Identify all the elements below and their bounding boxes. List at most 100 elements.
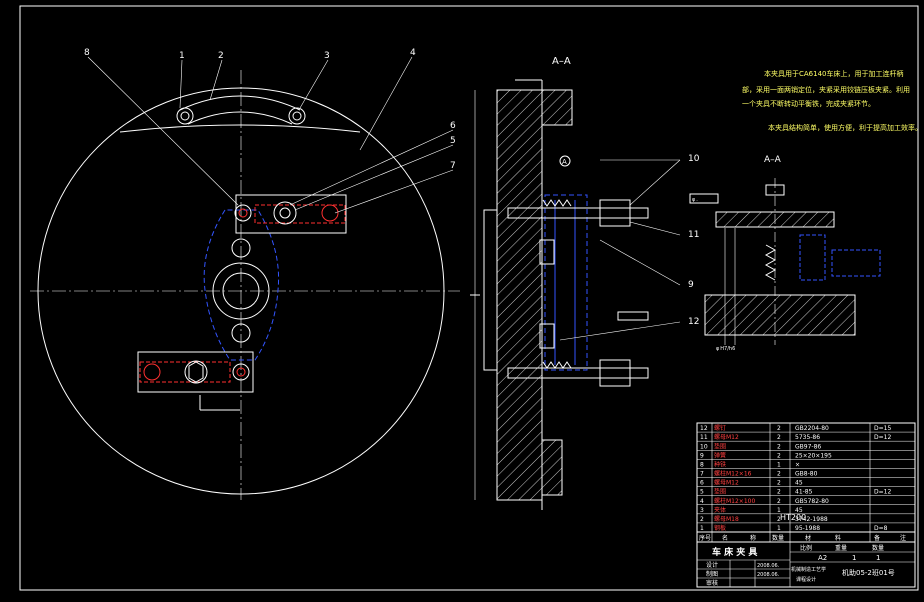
bom-cell-no: 12 xyxy=(700,425,708,432)
bom-cell-qty: 2 xyxy=(777,452,781,459)
callout-7: 7 xyxy=(450,161,456,171)
bom-cell-name: 螺钉 xyxy=(714,424,726,432)
bom-header: 序号 名 称 数量 材 料 备 注 xyxy=(696,531,916,543)
bom-cell-name: 螺母M12 xyxy=(714,479,739,487)
org-name: 机械制造工艺学 xyxy=(791,566,826,573)
callout-10: 10 xyxy=(688,154,700,164)
bom-cell-no: 7 xyxy=(700,471,704,478)
bom-cell-code: GB5782-80 xyxy=(795,498,829,505)
locating-pin-top xyxy=(231,238,251,258)
role-design: 设计 xyxy=(706,561,718,569)
dim-small: φ . xyxy=(692,197,698,203)
bom-cell-code: GB2204-80 xyxy=(795,425,829,432)
bom-cell-code: 45 xyxy=(795,507,803,514)
bom-cell-qty: 2 xyxy=(777,498,781,505)
detail-clamp-plate xyxy=(715,211,835,228)
date-1: 2008.06. xyxy=(757,563,780,569)
bom-cell-name: 种铁 xyxy=(714,460,726,468)
callout-1: 1 xyxy=(179,51,185,61)
bom-cell-code: 25×20×195 xyxy=(795,452,832,459)
note-line-1: 本夹具用于CA6140车床上，用于加工连杆柄 xyxy=(764,69,904,78)
role-draw: 制图 xyxy=(706,570,718,578)
lower-clamp-plate xyxy=(137,351,254,393)
bom-cell-note: D=12 xyxy=(874,434,891,441)
bom-cell-code: 95-1988 xyxy=(795,525,820,532)
bom-cell-qty: 2 xyxy=(777,434,781,441)
lower-clamp-slot xyxy=(139,361,231,383)
label-weight: 重量 xyxy=(835,544,847,552)
bom-cell-name: 螺母M18 xyxy=(714,515,739,523)
bom-cell-note: D=8 xyxy=(874,525,888,532)
role-check: 审核 xyxy=(706,579,718,587)
bom-cell-code: 41-85 xyxy=(795,489,813,496)
callout-12: 12 xyxy=(688,317,699,327)
bom-cell-name: 夹体 xyxy=(714,506,726,514)
label-quantity: 数量 xyxy=(872,544,884,552)
date-2: 2008.06. xyxy=(757,572,780,578)
svg-text:数量: 数量 xyxy=(772,534,784,542)
bom-cell-qty: 2 xyxy=(777,443,781,450)
bom-cell-name: 钢板 xyxy=(714,524,726,532)
org-course: 课程设计 xyxy=(796,576,816,583)
callout-4: 4 xyxy=(410,48,416,58)
svg-text:注: 注 xyxy=(900,534,906,542)
counterweight-edge xyxy=(119,124,361,133)
detail-nut xyxy=(765,184,785,196)
workpiece-outline xyxy=(203,209,280,361)
spindle-spigot xyxy=(483,209,498,371)
detail-spring xyxy=(764,244,777,281)
label-scale: 比例 xyxy=(800,544,812,552)
top-block xyxy=(541,89,573,126)
bom-cell-no: 11 xyxy=(700,434,708,441)
drawing-number: 机助05-2班01号 xyxy=(842,568,895,577)
view-marker xyxy=(559,155,571,167)
front-view: 1 2 3 4 8 6 5 7 xyxy=(30,48,460,500)
bom-cell-no: 2 xyxy=(700,516,704,523)
bom-cell-qty: 1 xyxy=(777,507,781,514)
lower-spring xyxy=(542,361,572,369)
bom-cell-no: 5 xyxy=(700,489,704,496)
drawing-frame xyxy=(19,5,919,591)
bom-cell-qty: 2 xyxy=(777,425,781,432)
arc-slot-outer xyxy=(179,95,301,111)
detail-base xyxy=(704,294,856,336)
arc-slot-inner xyxy=(187,111,293,125)
svg-text:A: A xyxy=(562,158,567,166)
svg-text:材: 材 xyxy=(805,534,811,542)
technical-notes: 本夹具用于CA6140车床上，用于加工连杆柄 部，采用一面两销定位，夹紧采用铰链… xyxy=(742,69,922,132)
counterweight-bolt-left xyxy=(176,107,194,125)
lower-clamp-nut xyxy=(184,360,208,384)
callout-8: 8 xyxy=(84,48,90,58)
bom-cell-qty: 1 xyxy=(777,525,781,532)
bom-cell-qty: 2 xyxy=(777,489,781,496)
bom-cell-no: 1 xyxy=(700,525,704,532)
bom-cell-no: 9 xyxy=(700,452,704,459)
upper-bolt xyxy=(507,207,649,219)
bom-material-mark: HT200 xyxy=(780,513,806,522)
title-block: 车 床 夹 具 比例 重量 数量 A2 1 1 设计 制图 审核 2008.06… xyxy=(696,541,916,588)
bom-cell-name: 垫圈 xyxy=(714,442,726,450)
bom-cell-no: 8 xyxy=(700,461,704,468)
svg-text:称: 称 xyxy=(750,534,756,542)
sheet-size: A2 xyxy=(818,554,827,562)
bom-cell-code: GB8-80 xyxy=(795,471,818,478)
locating-boss-outer xyxy=(212,262,270,320)
bom-cell-qty: 2 xyxy=(777,471,781,478)
upper-clamp-nut xyxy=(273,201,297,225)
bom-cell-qty: 1 xyxy=(777,461,781,468)
locating-pin-bottom xyxy=(231,323,251,343)
section-label: A–A xyxy=(552,56,571,67)
upper-clamp-slot xyxy=(254,204,346,224)
fixture-body xyxy=(496,89,543,501)
sheet-total: 1 xyxy=(876,554,880,562)
svg-text:料: 料 xyxy=(835,534,841,542)
upper-clamp-plate xyxy=(235,194,347,234)
bom-cell-code: 3742-1988 xyxy=(795,516,828,523)
bom-cell-code: × xyxy=(795,461,800,468)
svg-text:名: 名 xyxy=(722,534,728,542)
section-view: A–A A 10 11 9 12 xyxy=(470,56,700,510)
sheet-no: 1 xyxy=(852,554,856,562)
bom-cell-no: 4 xyxy=(700,498,704,505)
